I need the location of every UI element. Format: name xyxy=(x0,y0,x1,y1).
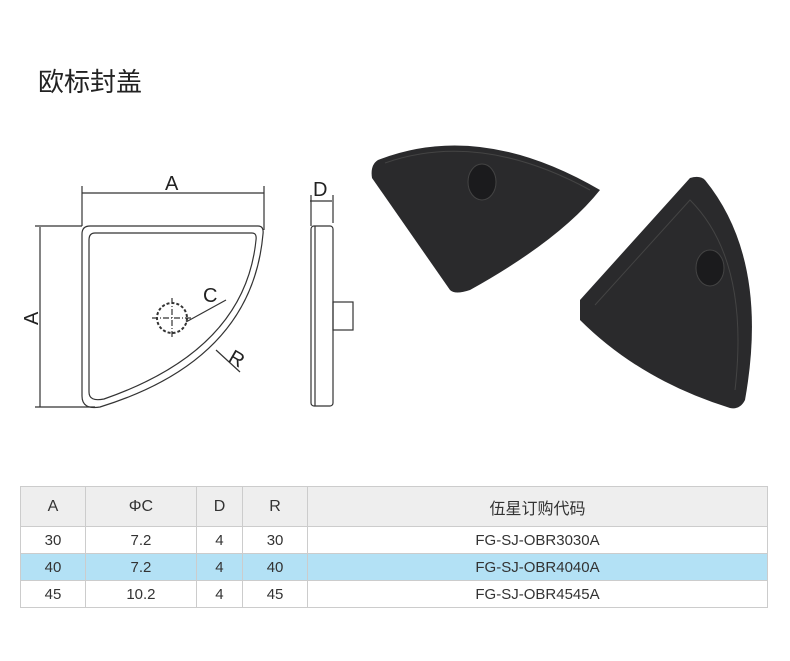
product-photo-front xyxy=(371,145,600,293)
cell: 30 xyxy=(242,526,309,554)
cell: 30 xyxy=(20,526,86,554)
col-r: R xyxy=(242,486,309,527)
col-a: A xyxy=(20,486,86,527)
cell: FG-SJ-OBR4545A xyxy=(307,580,768,608)
cell: 45 xyxy=(242,580,309,608)
table-row-highlighted: 40 7.2 4 40 FG-SJ-OBR4040A xyxy=(20,553,768,581)
cell: FG-SJ-OBR3030A xyxy=(307,526,768,554)
col-c: ΦC xyxy=(84,486,197,527)
col-d: D xyxy=(195,486,244,527)
cell: 7.2 xyxy=(84,526,197,554)
cell: FG-SJ-OBR4040A xyxy=(307,553,768,581)
cell: 4 xyxy=(195,553,244,581)
product-photo-back xyxy=(580,176,752,409)
cell: 4 xyxy=(195,580,244,608)
cell: 40 xyxy=(242,553,309,581)
table-header: A ΦC D R 伍星订购代码 xyxy=(20,486,768,527)
cell: 4 xyxy=(195,526,244,554)
table-row: 45 10.2 4 45 FG-SJ-OBR4545A xyxy=(20,580,768,608)
cell: 10.2 xyxy=(84,580,197,608)
dim-a-left-label: A xyxy=(21,311,43,325)
technical-drawing: A A C R D xyxy=(21,145,752,409)
dim-d-label: D xyxy=(313,179,327,201)
spec-table: A ΦC D R 伍星订购代码 30 7.2 4 30 FG-SJ-OBR303… xyxy=(20,486,768,608)
dim-a-top-label: A xyxy=(165,173,179,195)
col-code: 伍星订购代码 xyxy=(307,486,768,527)
page-title: 欧标封盖 xyxy=(38,68,143,98)
cell: 45 xyxy=(20,580,86,608)
table-row: 30 7.2 4 30 FG-SJ-OBR3030A xyxy=(20,526,768,554)
dim-c-label: C xyxy=(203,285,217,307)
cell: 7.2 xyxy=(84,553,197,581)
dim-r-label: R xyxy=(225,346,249,372)
cell: 40 xyxy=(20,553,86,581)
